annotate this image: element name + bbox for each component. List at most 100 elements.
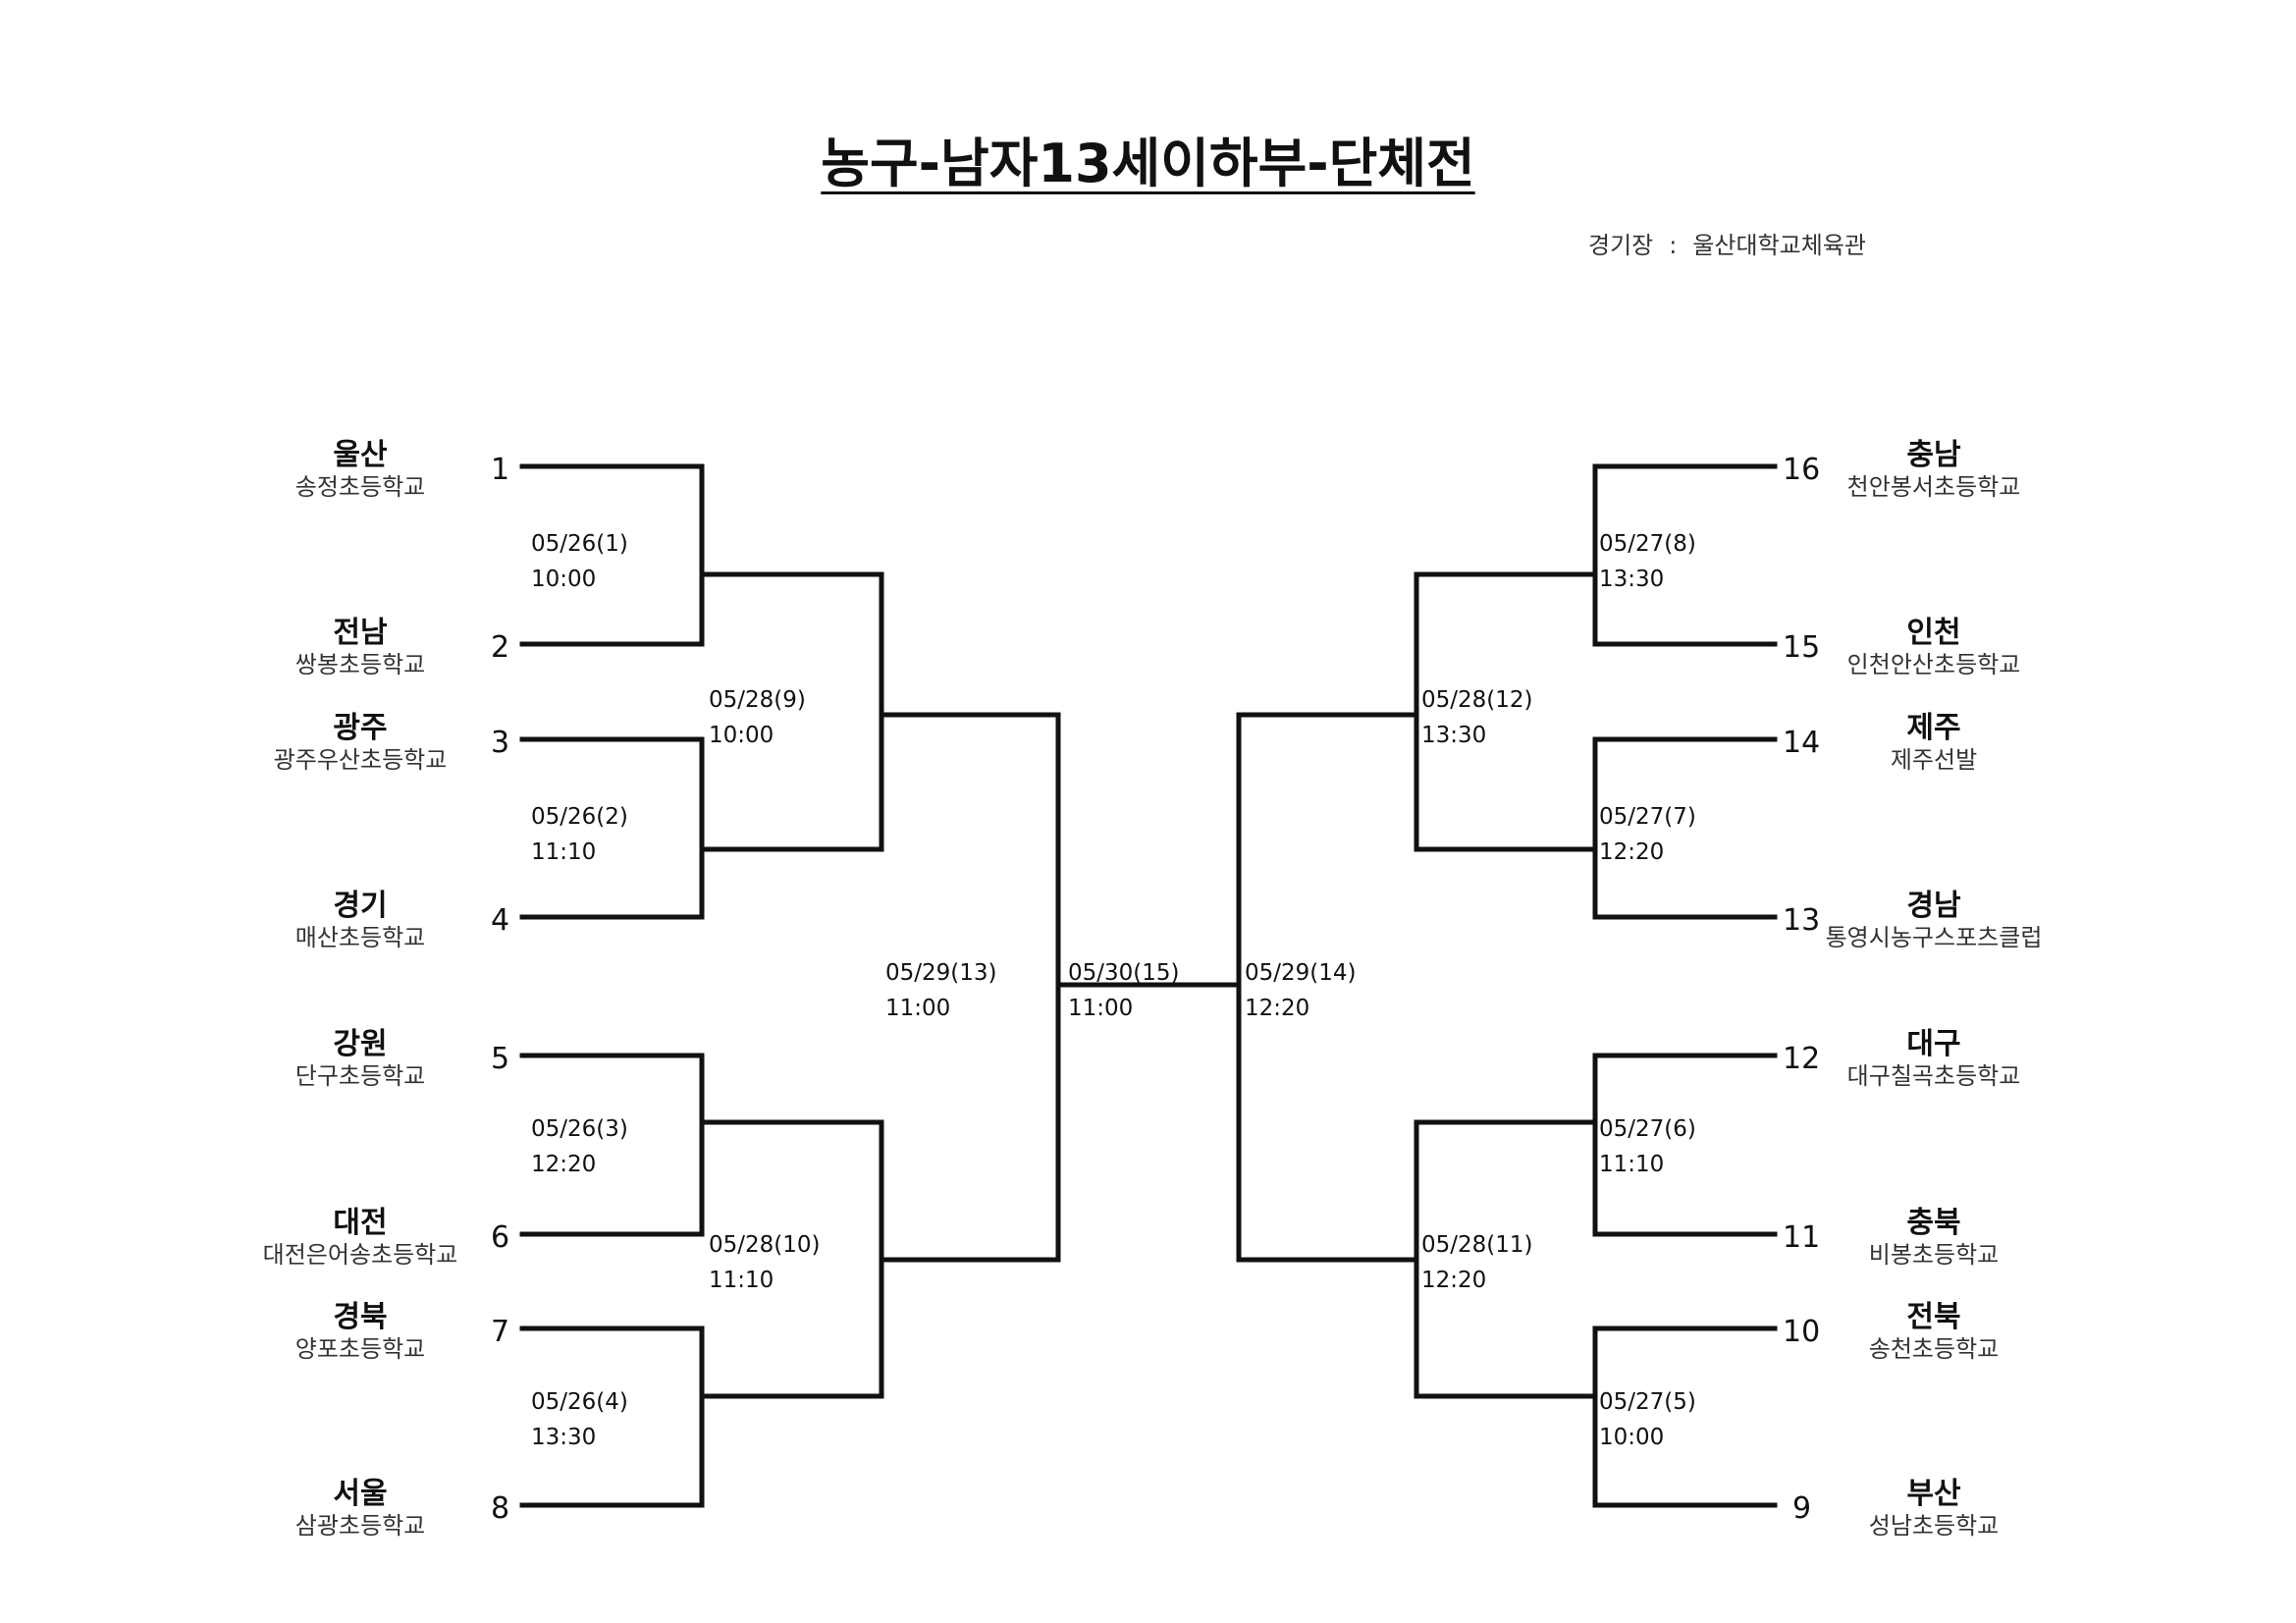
match-label: 05/26(4) 13:30	[531, 1384, 628, 1455]
team-seed: 5	[491, 1042, 510, 1076]
match-date: 05/27(7)	[1599, 804, 1696, 830]
bracket-line-r2-m9	[879, 571, 1061, 852]
match-time: 13:30	[1599, 567, 1665, 592]
team-entry: 강원 단구초등학교	[233, 1028, 488, 1091]
match-date: 05/26(4)	[531, 1389, 628, 1415]
team-seed: 11	[1783, 1220, 1821, 1255]
team-seed: 7	[491, 1315, 510, 1349]
team-entry: 경남 통영시농구스포츠클럽	[1806, 890, 2061, 952]
team-region: 경기	[333, 889, 388, 923]
team-entry: 경북 양포초등학교	[233, 1301, 488, 1364]
team-school: 매산초등학교	[294, 924, 426, 951]
team-seed: 1	[491, 453, 510, 487]
match-date: 05/29(13)	[885, 960, 997, 986]
team-entry: 대구 대구칠곡초등학교	[1806, 1028, 2061, 1091]
bracket-line-r1-m5	[1414, 1325, 1778, 1508]
match-time: 10:00	[709, 723, 774, 748]
match-date: 05/28(10)	[709, 1232, 821, 1258]
team-region: 부산	[1906, 1477, 1961, 1511]
team-school: 송천초등학교	[1868, 1335, 2000, 1363]
match-date: 05/29(14)	[1245, 960, 1357, 986]
team-region: 경북	[333, 1300, 388, 1334]
team-entry: 대전 대전은어송초등학교	[233, 1207, 488, 1270]
match-label: 05/27(7) 12:20	[1599, 799, 1696, 870]
team-school: 천안봉서초등학교	[1846, 473, 2021, 501]
team-entry: 부산 성남초등학교	[1806, 1478, 2061, 1541]
match-date: 05/26(2)	[531, 804, 628, 830]
match-time: 11:00	[1068, 996, 1134, 1021]
team-seed: 15	[1783, 630, 1821, 665]
team-seed: 10	[1783, 1315, 1821, 1349]
team-seed: 14	[1783, 726, 1821, 760]
match-label: 05/28(12) 13:30	[1421, 682, 1533, 753]
team-entry: 충북 비봉초등학교	[1806, 1207, 2061, 1270]
team-entry: 충남 천안봉서초등학교	[1806, 439, 2061, 502]
match-time: 10:00	[1599, 1425, 1665, 1450]
team-school: 비봉초등학교	[1868, 1241, 2000, 1269]
match-label: 05/30(15) 11:00	[1068, 955, 1180, 1026]
team-seed: 16	[1783, 453, 1821, 487]
venue-separator: :	[1669, 232, 1678, 259]
team-seed: 2	[491, 630, 510, 665]
bracket-line-r1-m1	[519, 463, 884, 647]
team-region: 서울	[333, 1477, 388, 1511]
venue-label: 경기장	[1588, 232, 1654, 259]
match-time: 11:00	[885, 996, 951, 1021]
team-seed: 6	[491, 1220, 510, 1255]
team-seed: 9	[1792, 1491, 1812, 1526]
match-label: 05/27(6) 11:10	[1599, 1111, 1696, 1182]
team-school: 쌍봉초등학교	[294, 651, 426, 678]
team-region: 전북	[1906, 1300, 1961, 1334]
team-entry: 제주 제주선발	[1806, 712, 2061, 775]
match-label: 05/29(14) 12:20	[1245, 955, 1357, 1026]
bracket-line-r2-m11	[1236, 1119, 1419, 1399]
match-label: 05/26(2) 11:10	[531, 799, 628, 870]
match-time: 12:20	[1599, 839, 1665, 865]
match-time: 10:00	[531, 567, 597, 592]
match-date: 05/27(5)	[1599, 1389, 1696, 1415]
match-label: 05/28(11) 12:20	[1421, 1227, 1533, 1298]
match-date: 05/28(12)	[1421, 687, 1533, 713]
team-school: 송정초등학교	[294, 473, 426, 501]
team-region: 대구	[1906, 1027, 1961, 1061]
match-time: 11:10	[709, 1268, 774, 1293]
bracket-line-r1-m7	[1414, 736, 1778, 920]
match-date: 05/28(11)	[1421, 1232, 1533, 1258]
team-region: 제주	[1906, 711, 1961, 745]
team-school: 양포초등학교	[294, 1335, 426, 1363]
team-school: 대전은어송초등학교	[262, 1241, 458, 1269]
team-school: 성남초등학교	[1868, 1512, 2000, 1540]
match-time: 12:20	[1245, 996, 1310, 1021]
team-seed: 12	[1783, 1042, 1821, 1076]
team-region: 광주	[333, 711, 388, 745]
team-region: 충북	[1906, 1206, 1961, 1240]
match-time: 11:10	[1599, 1152, 1665, 1177]
match-label: 05/26(3) 12:20	[531, 1111, 628, 1182]
team-seed: 4	[491, 903, 510, 938]
venue-name: 울산대학교체육관	[1692, 232, 1866, 259]
match-date: 05/26(1)	[531, 531, 628, 557]
bracket-line-r2-m10	[879, 1119, 1061, 1399]
match-time: 13:30	[531, 1425, 597, 1450]
team-seed: 8	[491, 1491, 510, 1526]
match-date: 05/26(3)	[531, 1116, 628, 1142]
bracket-line-r1-m8	[1414, 463, 1778, 647]
team-region: 강원	[333, 1027, 388, 1061]
team-entry: 인천 인천안산초등학교	[1806, 617, 2061, 679]
team-school: 광주우산초등학교	[273, 746, 448, 774]
team-region: 대전	[333, 1206, 388, 1240]
match-label: 05/26(1) 10:00	[531, 526, 628, 597]
match-date: 05/30(15)	[1068, 960, 1180, 986]
team-region: 충남	[1906, 438, 1961, 472]
match-time: 11:10	[531, 839, 597, 865]
match-date: 05/28(9)	[709, 687, 806, 713]
team-region: 전남	[333, 616, 388, 650]
match-time: 12:20	[531, 1152, 597, 1177]
team-region: 울산	[333, 438, 388, 472]
bracket-line-r1-m3	[519, 1053, 884, 1237]
bracket-line-r1-m6	[1414, 1053, 1778, 1237]
match-label: 05/28(9) 10:00	[709, 682, 806, 753]
page-title: 농구-남자13세이하부-단체전	[821, 133, 1475, 194]
match-label: 05/27(5) 10:00	[1599, 1384, 1696, 1455]
